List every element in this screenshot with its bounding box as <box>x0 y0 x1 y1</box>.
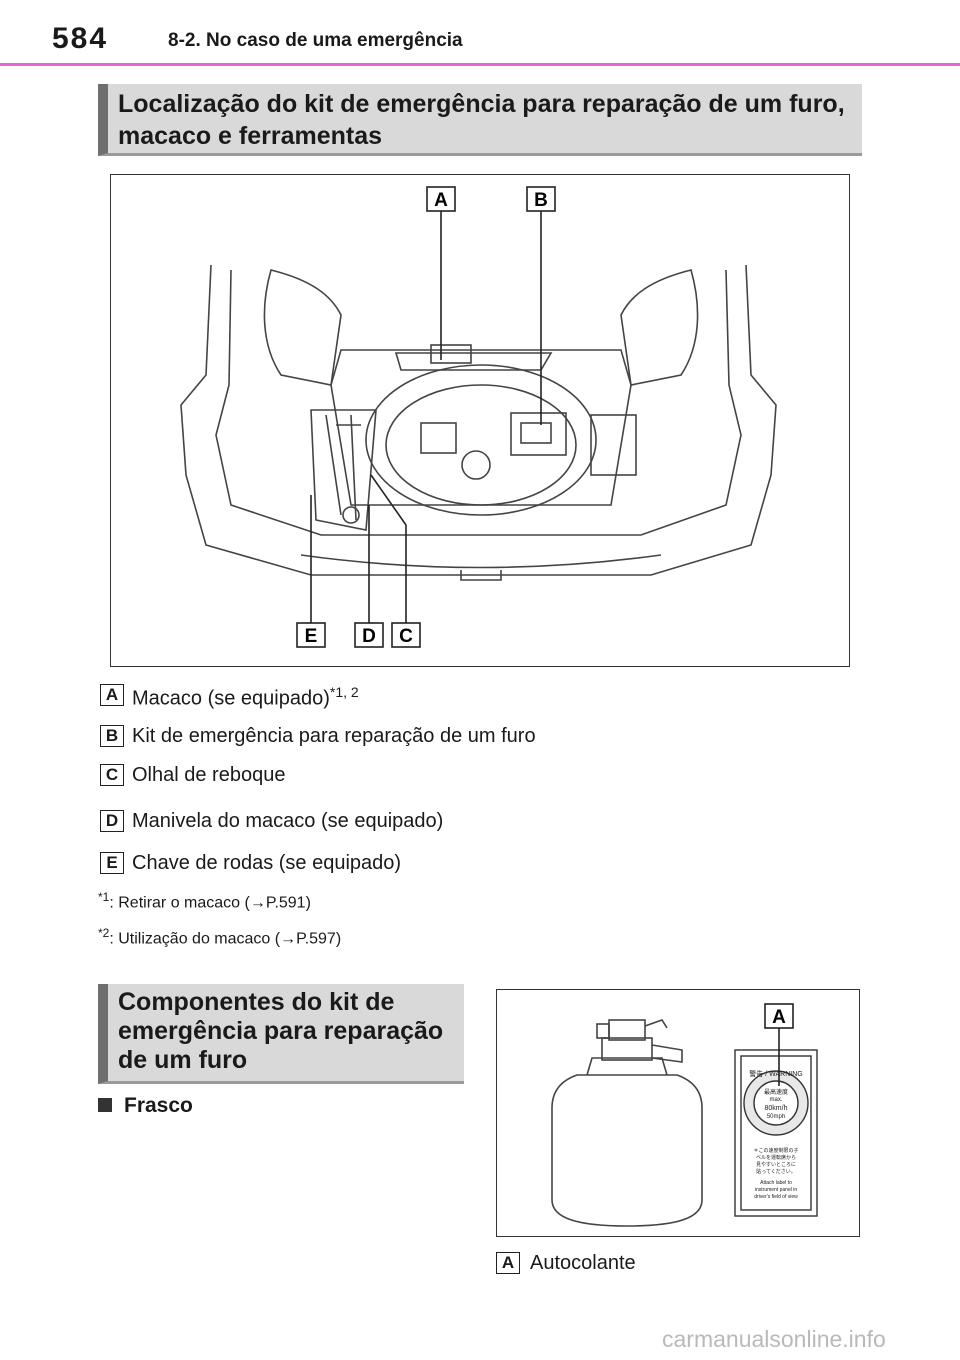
section-heading-line: de um furo <box>118 1046 248 1074</box>
section-heading-line: emergência para reparação <box>118 1017 444 1045</box>
section-heading-location: Localização do kit de emergência para re… <box>98 84 862 156</box>
sticker-mph: 50mph <box>767 1114 785 1120</box>
chapter-title: 8-2. No caso de uma emergência <box>168 30 463 51</box>
callout-box <box>764 1003 794 1029</box>
legend-letter: A <box>100 684 124 706</box>
sticker-warning: 警告 / WARNING <box>749 1069 802 1078</box>
trunk-illustration: A B E D C <box>110 174 850 667</box>
sticker-note: 見やすいところに <box>756 1161 796 1168</box>
callout-box <box>526 186 556 212</box>
legend-letter: D <box>100 810 124 832</box>
legend-text: Manivela do macaco (se equipado) <box>132 810 444 832</box>
footnote-2: *2: Utilização do macaco (→P.597) <box>98 926 341 948</box>
sticker-note: ベルを運転席から <box>756 1154 796 1161</box>
callout-d: D <box>362 626 376 647</box>
footnote-mark: *2 <box>98 926 110 940</box>
callout-box <box>391 622 421 648</box>
sticker-kmh: 80km/h <box>765 1105 788 1112</box>
legend-text: Kit de emergência para reparação de um f… <box>132 725 536 747</box>
sticker-note: 貼ってください。 <box>756 1168 796 1175</box>
sticker-note: ＊この速度制限の子 <box>753 1147 798 1154</box>
section-heading-line: Localização do kit de emergência para re… <box>118 90 845 118</box>
legend-text: Chave de rodas (se equipado) <box>132 852 402 874</box>
page-number: 584 <box>52 22 109 55</box>
legend-text: Macaco (se equipado) <box>132 687 330 710</box>
bottle-illustration: 警告 / WARNING 最高速度 max. 80km/h 50mph ＊この速… <box>496 989 860 1237</box>
legend-text: Olhal de reboque <box>132 764 286 786</box>
section-heading-components: Componentes do kit de emergência para re… <box>98 984 464 1084</box>
bottle-drawing: 警告 / WARNING 最高速度 max. 80km/h 50mph ＊この速… <box>551 1003 818 1227</box>
callout-e: E <box>305 626 318 647</box>
header-rule <box>0 63 960 66</box>
callout-box <box>354 622 384 648</box>
legend-letter: B <box>100 725 124 747</box>
caption-text: Autocolante <box>530 1252 636 1274</box>
callout-box <box>426 186 456 212</box>
sticker-note-en: instrument panel in <box>755 1187 797 1193</box>
callout-box <box>296 622 326 648</box>
callout-a-sticker: A <box>772 1007 786 1028</box>
callout-b: B <box>534 190 548 211</box>
watermark: carmanualsonline.info <box>662 1326 886 1352</box>
footnote-text: : Utilização do macaco (→P.597) <box>109 930 342 948</box>
legend-superscript: *1, 2 <box>329 684 359 700</box>
sticker-max: max. <box>769 1097 782 1103</box>
square-bullet-icon <box>98 1098 112 1112</box>
footnote-1: *1: Retirar o macaco (→P.591) <box>98 890 311 912</box>
caption-letter: A <box>496 1252 520 1274</box>
section-heading-line: Componentes do kit de <box>118 988 395 1016</box>
footnote-text: : Retirar o macaco (→P.591) <box>109 894 311 912</box>
sticker-note-en: driver's field of view <box>754 1194 798 1200</box>
callout-c: C <box>399 626 413 647</box>
legend-letter: E <box>100 852 124 874</box>
frasco-label: Frasco <box>124 1094 193 1117</box>
sticker-note-en: Attach label to <box>760 1180 792 1186</box>
frasco-heading: Frasco <box>98 1094 193 1118</box>
trunk-drawing: A B E D C <box>180 186 777 648</box>
section-heading-line: macaco e ferramentas <box>118 122 383 150</box>
callout-a: A <box>434 190 448 211</box>
sticker-speed-jp: 最高速度 <box>764 1088 788 1096</box>
legend-letter: C <box>100 764 124 786</box>
footnote-mark: *1 <box>98 890 110 904</box>
